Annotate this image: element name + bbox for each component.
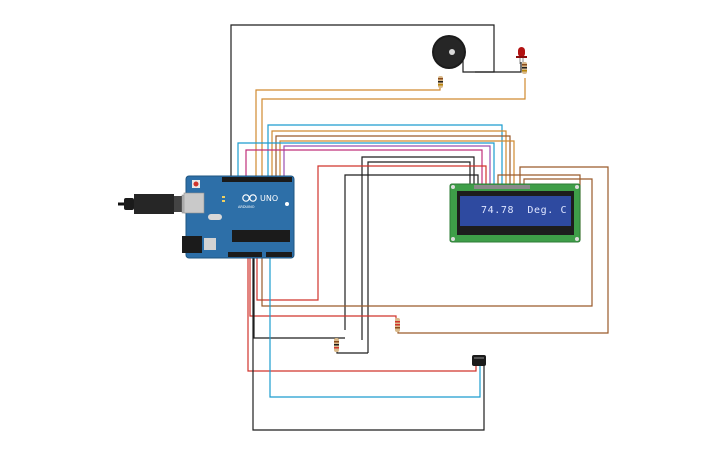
wire-lcd-gnd-1[interactable] [361,156,475,340]
wire-red-rail[interactable] [249,258,397,324]
resistor-buzzer[interactable] [438,76,443,88]
lcd-display-text: 74.78 Deg. C [481,205,567,216]
wire-led-ground[interactable] [462,56,522,73]
wire-lcd-vcc[interactable] [256,165,487,301]
analog-header [266,252,292,257]
wire-lcd-gnd-2[interactable] [367,161,471,353]
wire-lcd-d3[interactable] [275,135,511,185]
piezo-buzzer[interactable] [432,35,466,69]
wire-lcd-d4[interactable] [279,140,515,185]
tx-led [222,196,225,198]
crystal [208,214,222,220]
lcd-pin-header [474,185,530,189]
wires [230,24,609,431]
wire-sensor-gnd[interactable] [252,258,485,431]
rx-led [222,200,225,202]
wire-lcd-en[interactable] [245,149,483,185]
wire-black-rail-1[interactable] [253,258,345,339]
wire-lcd-d5[interactable] [283,145,491,185]
wire-sensor-vcc[interactable] [247,258,477,372]
wire-lcd-d2[interactable] [271,130,507,185]
lcd-16x2-module[interactable]: 74.78 Deg. C [449,183,581,243]
resistor-contrast[interactable] [334,338,339,352]
atmega-chip [232,230,290,242]
temperature-sensor[interactable] [472,355,486,366]
usb-port [183,192,205,214]
resistor-backlight[interactable] [395,318,400,332]
digital-header [222,177,292,182]
capacitor [204,238,216,250]
lcd-screen [460,196,571,226]
power-header [228,252,262,257]
power-jack [182,236,202,253]
resistor-led[interactable] [522,62,527,74]
wire-lcd-d1[interactable] [267,124,503,185]
wire-black-rail-2[interactable] [336,340,368,354]
board-brand-label: ARDUINO [238,205,255,209]
reset-button-cap [193,181,199,187]
wire-lcd-rs[interactable] [237,142,495,185]
wire-lcd-gnd-3[interactable] [344,174,479,330]
mount-hole [285,202,289,206]
board-model-label: UNO [260,194,278,203]
wire-sensor-signal[interactable] [269,258,481,398]
arduino-logo [242,194,257,202]
arduino-uno-board[interactable]: UNO ARDUINO [182,175,295,259]
wire-led-signal[interactable] [261,78,526,178]
red-led[interactable] [516,47,527,64]
wire-backlight-2[interactable] [261,178,593,307]
